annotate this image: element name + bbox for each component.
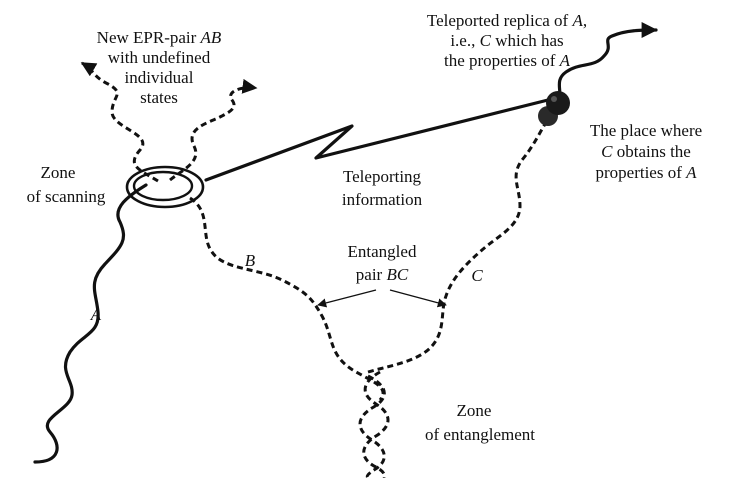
replica-label-line1: Teleported replica of A, <box>427 11 587 30</box>
new-pair-label: New EPR-pair AB <box>97 28 222 47</box>
teleporting-label-line2: information <box>342 190 423 209</box>
particle-c-label: C <box>471 266 483 285</box>
replica-label-line2: i.e., C which has <box>450 31 563 50</box>
place-label-line1: The place where <box>590 121 702 140</box>
particle-a-label: A <box>90 305 102 324</box>
entangled-pointer-left <box>317 289 377 308</box>
replica-label-line3: the properties of A <box>444 51 571 70</box>
entangled-pair-label-line2: pair BC <box>356 265 409 284</box>
new-pair-label-line4: states <box>140 88 178 107</box>
scanning-zone-outer-ring <box>125 165 205 209</box>
particle-b-label: B <box>245 251 256 270</box>
place-label-line2: C obtains the <box>601 142 691 161</box>
particle-c-path <box>367 123 547 374</box>
particle-a-path <box>33 183 148 464</box>
epr-pair-right-path <box>169 78 258 182</box>
scanning-zone-inner-ring <box>132 170 194 202</box>
entangled-pointer-right <box>389 289 447 308</box>
teleporting-information-path <box>204 98 550 182</box>
arrival-sphere-highlight <box>551 96 557 102</box>
replica-c-path <box>554 22 658 108</box>
place-label-line3: properties of A <box>595 163 697 182</box>
entanglement-zone-label-line1: Zone <box>457 401 492 420</box>
entanglement-braid-1 <box>362 370 390 478</box>
entanglement-braid-2 <box>358 374 386 478</box>
epr-pair-left-path <box>80 61 159 183</box>
particle-b-path <box>189 196 385 401</box>
new-pair-label-line3: individual <box>125 68 194 87</box>
arrival-sphere-front <box>546 91 570 115</box>
new-pair-label-line2: with undefined <box>108 48 211 67</box>
scanning-zone-label-line1: Zone <box>41 163 76 182</box>
scanning-zone-label-line2: of scanning <box>27 187 106 206</box>
entanglement-zone-label-line2: of entanglement <box>425 425 535 444</box>
entangled-pair-label-line1: Entangled <box>348 242 417 261</box>
teleporting-label-line1: Teleporting <box>343 167 422 186</box>
